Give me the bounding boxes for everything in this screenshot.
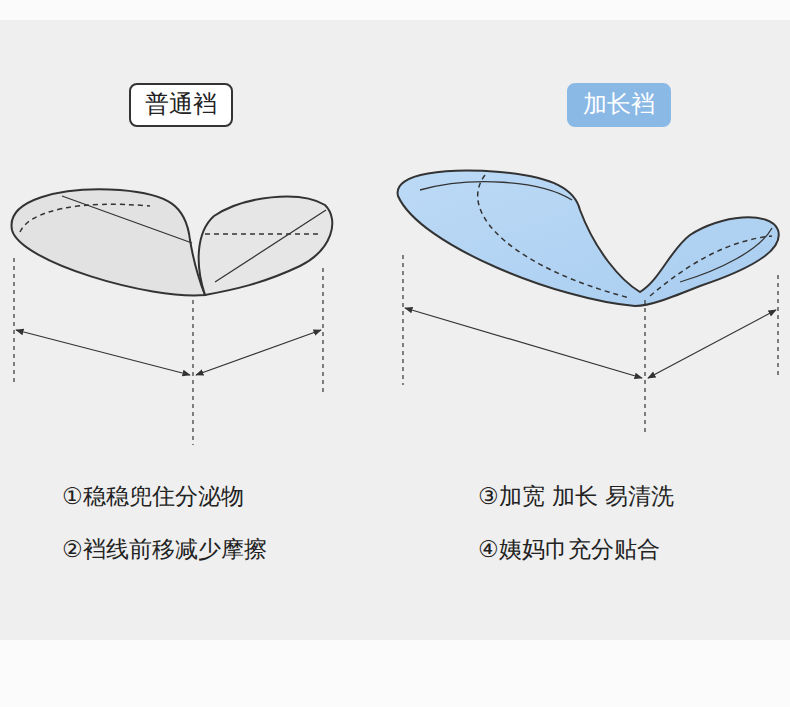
- normal-crotch-shape: [12, 189, 333, 295]
- tag-text: 普通裆: [145, 90, 217, 118]
- style-tag-highlight: 加长裆: [567, 83, 671, 126]
- feature-note: ②裆线前移减少摩擦: [62, 536, 267, 564]
- dimension-lines: [14, 255, 778, 445]
- extended-crotch-shape: [398, 171, 779, 306]
- feature-note: ①稳稳兜住分泌物: [62, 483, 244, 511]
- feature-note: ③加宽 加长 易清洗: [478, 483, 674, 511]
- style-tag: 普通裆: [129, 83, 233, 126]
- tag-text: 加长裆: [583, 90, 655, 118]
- feature-note: ④姨妈巾充分贴合: [478, 536, 660, 564]
